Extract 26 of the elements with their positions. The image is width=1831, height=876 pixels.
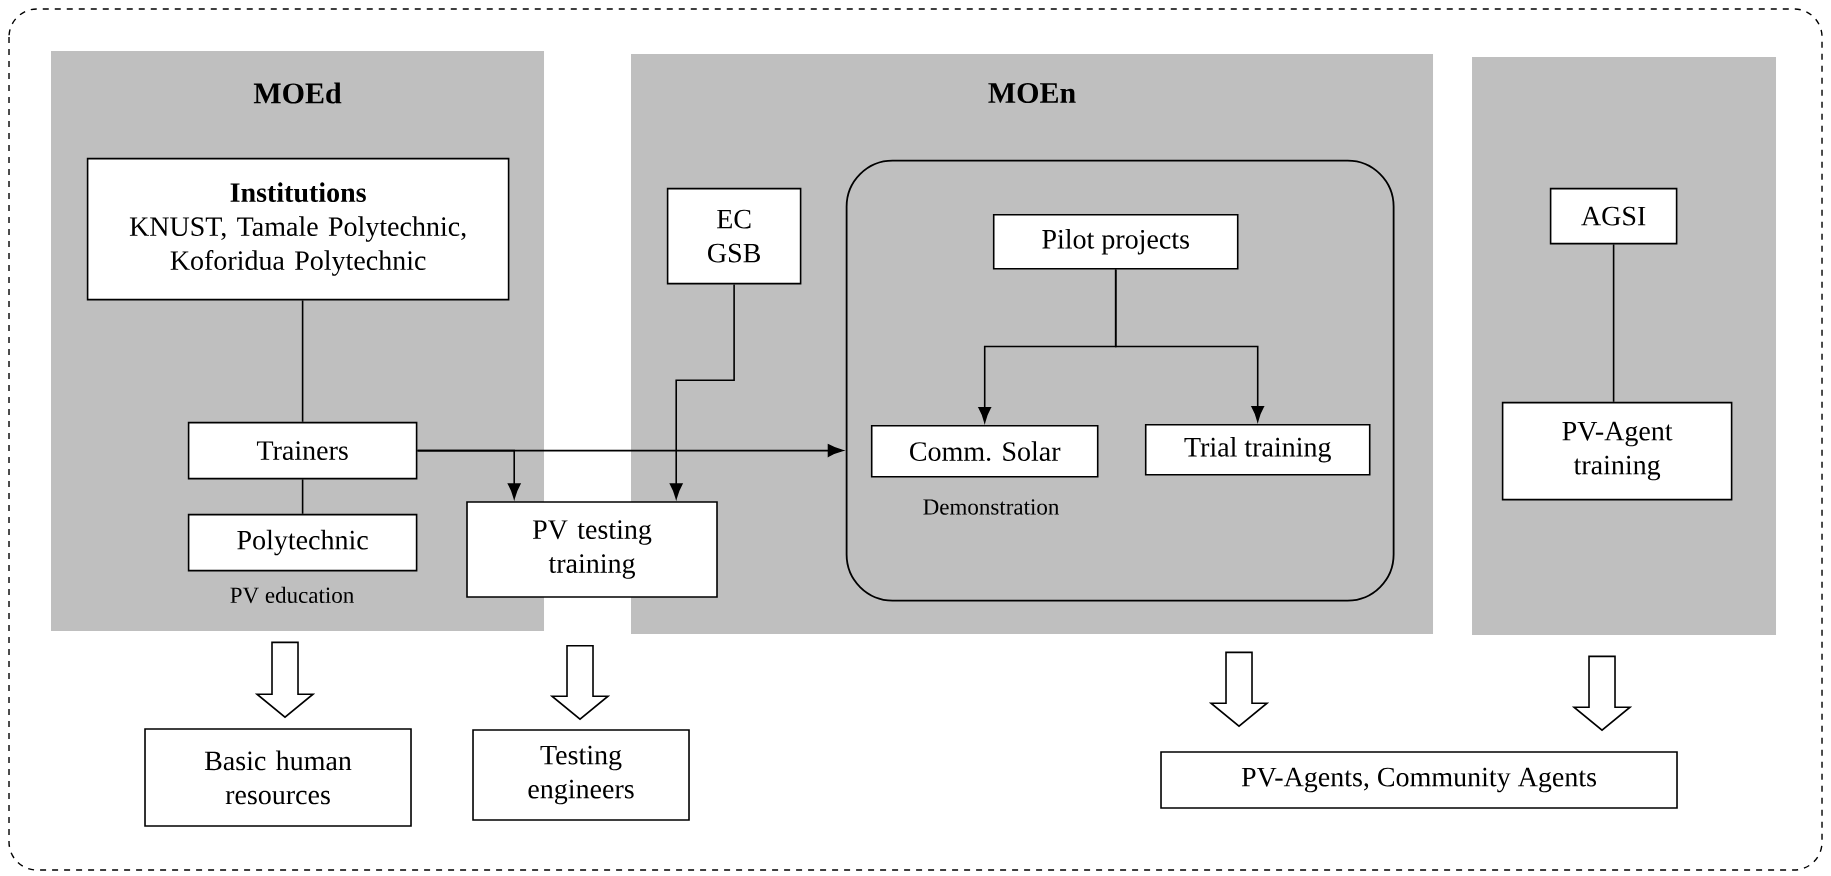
block-arrow xyxy=(549,645,611,721)
process-box: Pilot projects xyxy=(992,213,1239,270)
process-box: Trial training xyxy=(1144,423,1371,476)
block-arrow xyxy=(1208,651,1270,728)
process-box: Polytechnic xyxy=(187,513,418,572)
process-box: Institutions KNUST, Tamale Polytechnic, Koforidua Polytechnic xyxy=(86,157,510,301)
process-box: AGSI xyxy=(1549,187,1678,245)
process-box: Basic human resources xyxy=(144,728,412,827)
arrow xyxy=(1114,268,1265,422)
caption-text: Demonstration xyxy=(923,499,1059,515)
process-box: EC GSB xyxy=(666,187,802,285)
block-arrow xyxy=(1571,655,1633,732)
project-group-box xyxy=(845,159,1395,602)
caption-text: PV education xyxy=(230,586,354,604)
process-box: PV-Agents, Community Agents xyxy=(1160,751,1678,809)
connector-line xyxy=(301,478,304,515)
arrow xyxy=(669,283,735,499)
connector-line xyxy=(301,299,304,423)
process-box: Trainers xyxy=(187,421,418,480)
arrow xyxy=(416,444,844,457)
process-box: Testing engineers xyxy=(472,729,690,821)
process-box: Comm. Solar xyxy=(870,424,1099,478)
block-arrow xyxy=(254,641,316,719)
process-box: PV testing training xyxy=(466,501,718,598)
process-box: PV-Agent training xyxy=(1501,401,1733,501)
connector-line xyxy=(1612,243,1615,403)
